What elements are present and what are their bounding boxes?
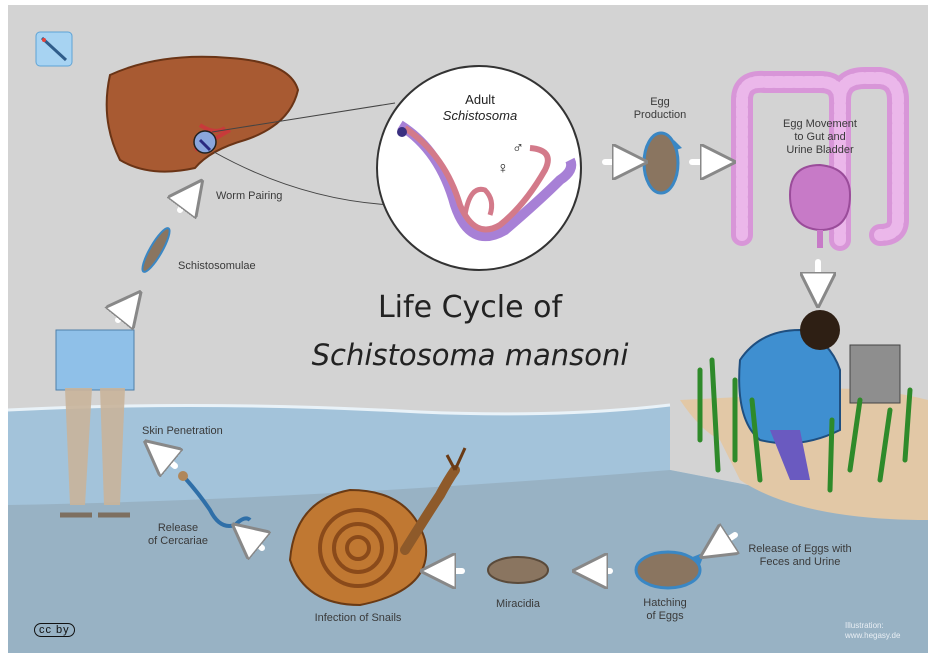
- miracidium: [488, 557, 548, 583]
- credit-line2: www.hegasy.de: [845, 631, 900, 641]
- syringe-icon: [36, 32, 72, 66]
- circle-label-line1: Adult: [420, 92, 540, 108]
- diagram-title-line2: Schistosoma mansoni: [260, 338, 680, 372]
- label-release-cercariae: Release of Cercariae: [138, 522, 218, 548]
- label-egg-movement-line1: Egg Movement: [770, 118, 870, 131]
- female-symbol: ♀: [497, 160, 509, 178]
- label-hatching: Hatching of Eggs: [625, 597, 705, 623]
- male-symbol: ♂: [512, 140, 524, 158]
- label-hatching-line2: of Eggs: [625, 610, 705, 623]
- label-schistosomulae: Schistosomulae: [178, 260, 288, 273]
- label-release-cercariae-line1: Release: [138, 522, 218, 535]
- cc-license-icon: cc by: [34, 621, 75, 636]
- cc-license-text: cc by: [34, 623, 75, 637]
- diagram-title-line1: Life Cycle of: [260, 290, 680, 325]
- label-egg-production: Egg Production: [615, 96, 705, 122]
- label-infection-snails: Infection of Snails: [298, 612, 418, 625]
- label-egg-movement: Egg Movement to Gut and Urine Bladder: [770, 118, 870, 157]
- label-egg-production-line2: Production: [615, 109, 705, 122]
- label-miracidia: Miracidia: [478, 598, 558, 611]
- label-worm-pairing: Worm Pairing: [216, 190, 306, 203]
- label-release-eggs-line2: Feces and Urine: [735, 556, 865, 569]
- credit-line1: Illustration:: [845, 621, 900, 631]
- label-egg-production-line1: Egg: [615, 96, 705, 109]
- label-skin-penetration: Skin Penetration: [142, 425, 252, 438]
- label-egg-movement-line3: Urine Bladder: [770, 144, 870, 157]
- label-release-eggs-line1: Release of Eggs with: [735, 543, 865, 556]
- label-hatching-line1: Hatching: [625, 597, 705, 610]
- circle-label-line2: Schistosoma: [420, 108, 540, 124]
- label-release-eggs: Release of Eggs with Feces and Urine: [735, 543, 865, 569]
- label-egg-movement-line2: to Gut and: [770, 131, 870, 144]
- label-release-cercariae-line2: of Cercariae: [138, 535, 218, 548]
- illustration-credit: Illustration: www.hegasy.de: [845, 621, 900, 641]
